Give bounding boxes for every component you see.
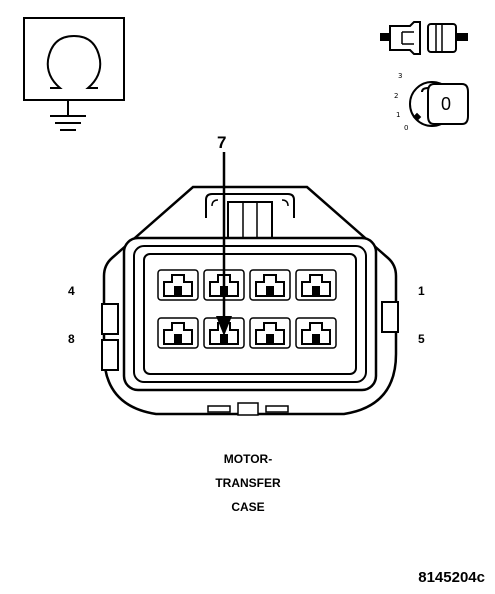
- callout-label: 7: [217, 133, 227, 152]
- connector-caption-line-2: TRANSFER: [215, 476, 281, 490]
- ignition-key-off-icon: [409, 81, 469, 127]
- key-position-0: 0: [404, 124, 409, 132]
- cavity-label-8: 8: [68, 332, 75, 346]
- key-position-2: 2: [394, 92, 399, 100]
- connector-caption-line-1: MOTOR-: [223, 452, 273, 466]
- pin-7-callout-arrow: [216, 152, 232, 336]
- disconnected-connector-icon: [380, 21, 468, 55]
- terminal-cavity: [249, 317, 291, 349]
- terminal-cavity: [249, 269, 291, 301]
- key-position-1: 1: [396, 111, 401, 119]
- terminal-cavity: [157, 317, 199, 349]
- terminal-cavity: [295, 317, 337, 349]
- key-selected-position: 0: [441, 94, 452, 114]
- connector-face: [101, 185, 399, 416]
- terminal-cavity: [295, 269, 337, 301]
- key-position-3: 3: [398, 72, 403, 80]
- cavity-label-5: 5: [418, 332, 425, 346]
- terminal-cavity: [157, 269, 199, 301]
- cavity-label-1: 1: [418, 284, 425, 298]
- cavity-label-4: 4: [68, 284, 75, 298]
- figure-id: 8145204c: [418, 569, 485, 586]
- connector-caption-line-3: CASE: [231, 500, 265, 514]
- ohm-ground-icon: [23, 17, 125, 131]
